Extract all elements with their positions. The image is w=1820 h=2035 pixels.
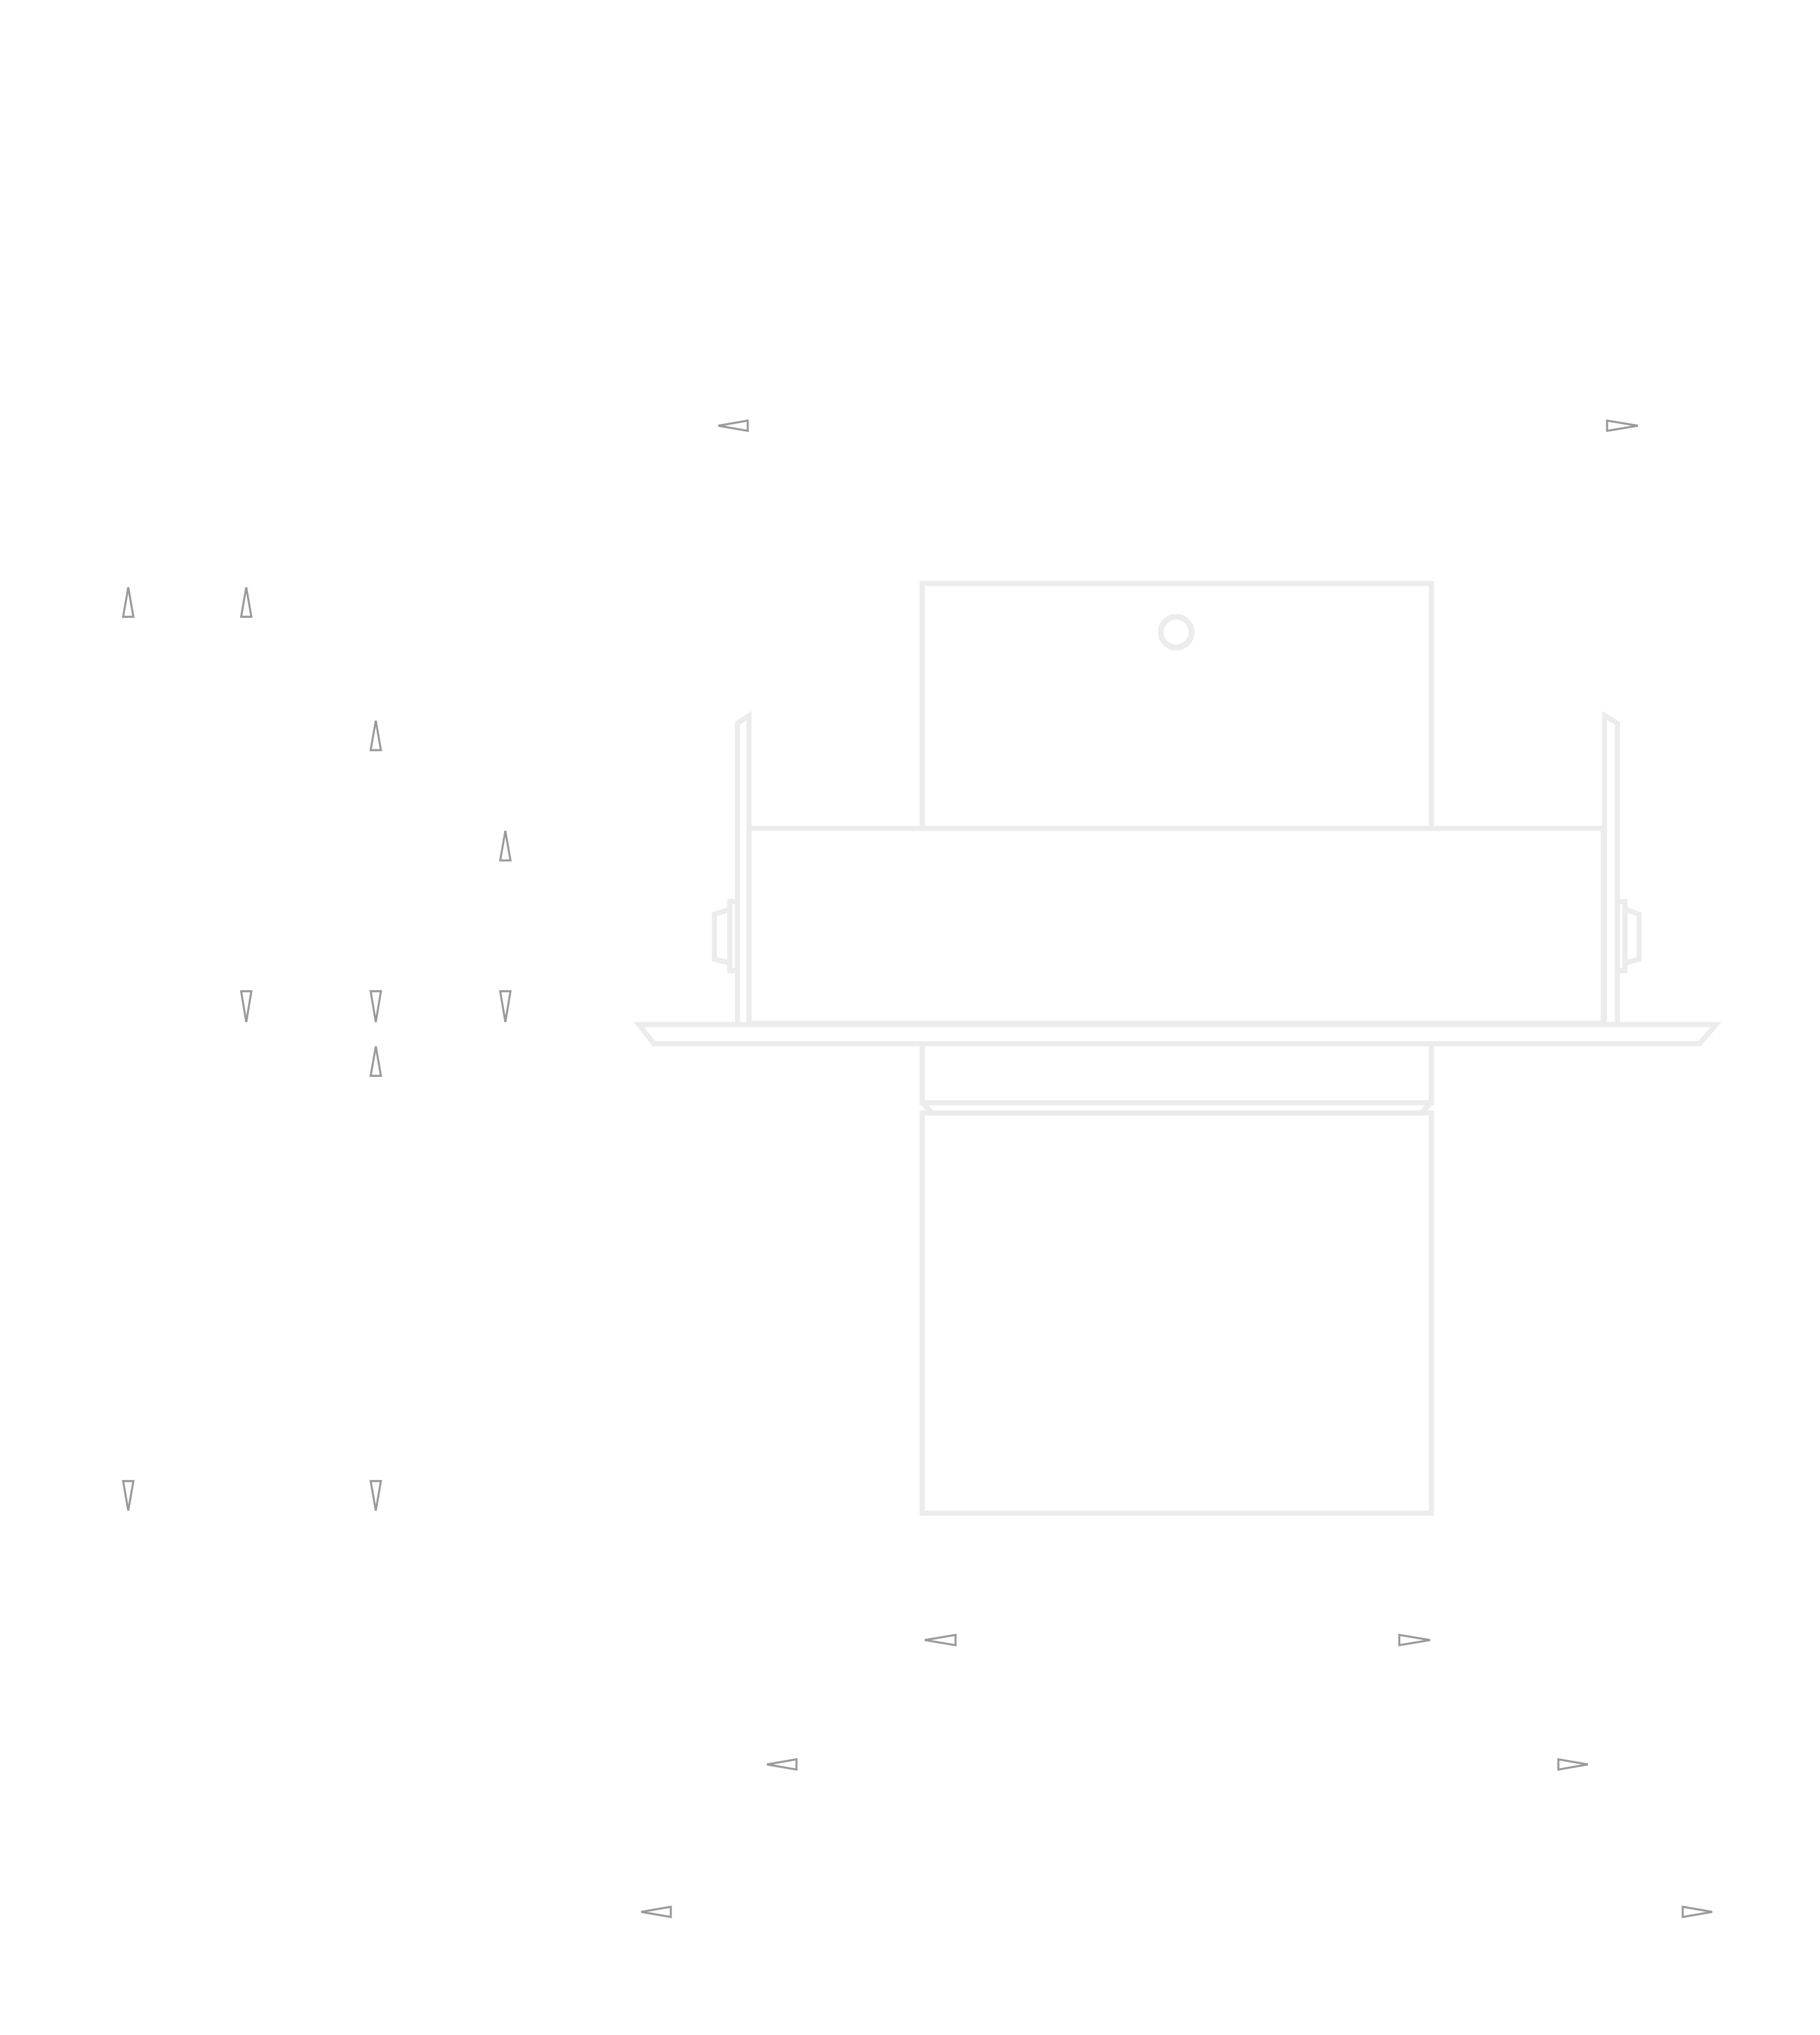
arrowhead-right-icon	[1557, 1757, 1589, 1771]
central-housing	[746, 825, 1606, 1026]
base-flange	[633, 1021, 1722, 1047]
arrowhead-left-icon	[766, 1757, 798, 1771]
arrowhead-down-icon	[499, 990, 512, 1023]
arrowhead-down-icon	[122, 1480, 135, 1511]
mounting-hole	[1158, 614, 1195, 651]
arrowhead-up-icon	[122, 587, 135, 618]
arrowhead-right-icon	[1606, 419, 1638, 433]
arrowhead-right-icon	[1398, 1633, 1430, 1647]
arrowhead-down-icon	[369, 990, 382, 1023]
arrowhead-left-icon	[924, 1633, 957, 1647]
arrowhead-left-icon	[718, 419, 749, 433]
upper-block	[920, 580, 1434, 831]
left-bracket	[727, 898, 738, 974]
arrowhead-down-icon	[239, 990, 253, 1023]
arrowhead-up-icon	[369, 720, 382, 751]
left-side-rail	[735, 710, 752, 1023]
dimension-arrowheads	[122, 419, 1713, 1919]
arrowhead-up-icon	[499, 831, 512, 862]
arrowhead-up-icon	[239, 587, 253, 618]
neck	[920, 1044, 1434, 1106]
right-bracket	[1617, 898, 1628, 974]
front-view	[633, 580, 1722, 1516]
right-clamp	[1624, 906, 1642, 966]
lower-block	[920, 1110, 1434, 1516]
left-clamp	[712, 906, 731, 966]
arrowhead-up-icon	[369, 1046, 382, 1077]
arrowhead-right-icon	[1682, 1905, 1713, 1919]
arrowhead-down-icon	[369, 1480, 382, 1511]
right-side-rail	[1602, 711, 1620, 1023]
arrowhead-left-icon	[641, 1905, 672, 1919]
